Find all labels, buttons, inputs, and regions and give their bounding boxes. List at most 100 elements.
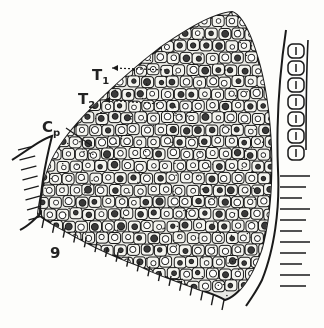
cell-nucleus — [188, 139, 195, 146]
cell-nucleus — [314, 55, 319, 60]
cell-nucleus — [131, 30, 138, 37]
cell — [50, 77, 62, 88]
cell-nucleus — [210, 270, 217, 277]
cell — [173, 17, 185, 28]
stipple-dot — [148, 281, 149, 282]
cell-nucleus — [202, 113, 209, 120]
stipple-dot — [158, 53, 159, 54]
cell-nucleus — [241, 115, 248, 122]
cell-nucleus — [195, 247, 202, 254]
cell-nucleus — [170, 103, 175, 108]
cell — [108, 257, 120, 268]
stipple-dot — [40, 290, 41, 291]
cell-nucleus — [164, 45, 169, 50]
cell-nucleus — [66, 8, 71, 13]
cell-nucleus — [261, 153, 266, 158]
cell-nucleus — [235, 175, 242, 182]
cell-nucleus — [217, 188, 222, 193]
stipple-dot — [209, 166, 210, 167]
hair — [23, 176, 38, 180]
stipple-dot — [255, 129, 256, 130]
stipple-dot — [75, 222, 76, 223]
cell-nucleus — [255, 139, 261, 145]
stipple-dot — [79, 167, 80, 168]
cell-nucleus — [183, 79, 190, 86]
cell-nucleus — [281, 140, 288, 147]
cell-nucleus — [97, 92, 104, 99]
cell — [277, 256, 289, 267]
cell-nucleus — [176, 211, 182, 217]
stipple-dot — [202, 188, 203, 189]
stipple-dot — [223, 124, 224, 125]
cell — [63, 100, 75, 111]
cell-nucleus — [132, 200, 137, 205]
cell-nucleus — [86, 258, 92, 264]
cell — [88, 268, 100, 279]
cell — [285, 245, 297, 256]
cell-nucleus — [313, 79, 320, 86]
cell-nucleus — [197, 151, 203, 157]
cell-nucleus — [59, 115, 66, 122]
cell-nucleus — [227, 67, 232, 72]
cell-nucleus — [261, 198, 267, 204]
cell — [109, 280, 121, 291]
cell — [108, 16, 120, 27]
stipple-dot — [67, 143, 68, 144]
stipple-dot — [147, 276, 148, 277]
stipple-dot — [213, 222, 214, 223]
stipple-dot — [101, 20, 102, 21]
cell-nucleus — [129, 126, 136, 133]
cell-nucleus — [190, 66, 197, 73]
cell — [64, 269, 76, 280]
stipple-dot — [232, 261, 233, 262]
cell-nucleus — [58, 43, 64, 49]
cell-nucleus — [72, 258, 77, 263]
cell-nucleus — [255, 116, 261, 122]
stipple-dot — [249, 236, 250, 237]
cell-nucleus — [299, 200, 305, 206]
stipple-dot — [262, 51, 263, 52]
cell-nucleus — [118, 8, 123, 13]
cell-nucleus — [105, 223, 112, 230]
stipple-dot — [175, 113, 176, 114]
cell-nucleus — [215, 92, 220, 97]
cell — [50, 4, 62, 15]
stipple-dot — [89, 153, 90, 154]
cell-nucleus — [204, 43, 209, 48]
cell — [311, 101, 323, 112]
cell-nucleus — [215, 137, 221, 143]
cell-nucleus — [254, 210, 260, 216]
stipple-dot — [262, 142, 263, 143]
stipple-dot — [226, 295, 227, 296]
stipple-dot — [247, 233, 248, 234]
stipple-dot — [68, 208, 69, 209]
cell — [38, 244, 50, 255]
cell-nucleus — [53, 102, 59, 108]
stipple-dot — [40, 268, 41, 269]
cell — [316, 209, 324, 220]
cell — [43, 88, 55, 99]
cell-nucleus — [282, 212, 287, 217]
stipple-dot — [104, 271, 105, 272]
cell-nucleus — [91, 271, 97, 277]
cell-nucleus — [268, 235, 273, 240]
stipple-dot — [214, 197, 215, 198]
cell-nucleus — [97, 187, 104, 194]
cell-nucleus — [182, 222, 188, 228]
cell-nucleus — [54, 54, 60, 60]
cell-nucleus — [130, 54, 136, 60]
stipple-dot — [54, 31, 55, 32]
stipple-dot — [197, 175, 198, 176]
cell-nucleus — [116, 78, 123, 85]
cell-nucleus — [38, 150, 45, 157]
cell-nucleus — [280, 115, 287, 122]
stipple-dot — [85, 220, 86, 221]
cell-nucleus — [203, 187, 209, 193]
stipple-dot — [50, 178, 51, 179]
cell-nucleus — [222, 248, 228, 254]
cell-nucleus — [126, 235, 131, 240]
stipple-dot — [191, 108, 192, 109]
cell-nucleus — [124, 188, 129, 193]
cell — [64, 52, 76, 63]
cell — [317, 89, 324, 100]
